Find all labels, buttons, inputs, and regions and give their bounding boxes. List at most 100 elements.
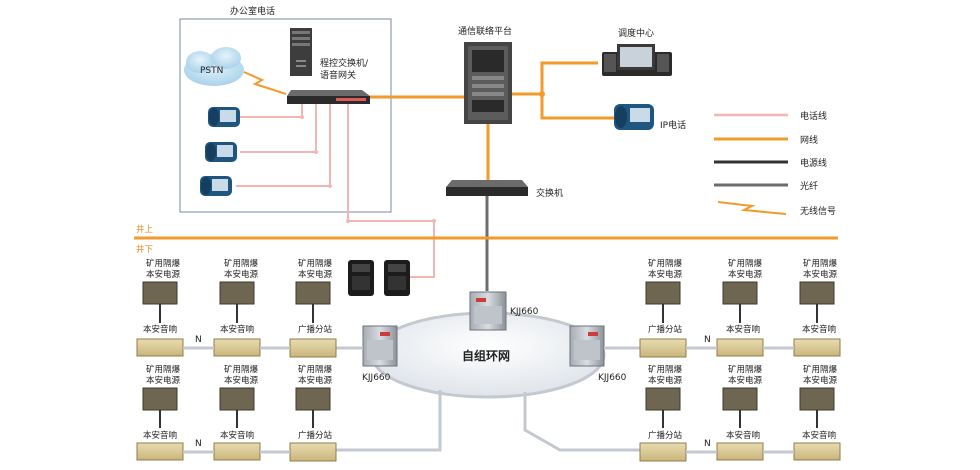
power-supply-icon xyxy=(799,281,835,305)
station-label: 广播分站 xyxy=(648,430,683,441)
n-symbol: N xyxy=(195,335,202,345)
speaker-label: 本安音响 xyxy=(220,430,254,441)
power-supply-label-line2: 本安电源 xyxy=(224,375,259,386)
power-supply-icon xyxy=(799,387,835,411)
legend-swatch-wireless-signal xyxy=(717,201,787,215)
surface-below-label: 井下 xyxy=(136,244,154,255)
power-supply-icon xyxy=(295,387,331,411)
left-bottom-row: 矿用隔爆 本安电源 本安音响 矿用隔爆 本安电源 本安音响 矿用隔爆 本安电源 … xyxy=(136,364,337,462)
power-supply-icon xyxy=(645,281,681,305)
speaker-icon xyxy=(793,442,841,461)
kjj660-switch-icon xyxy=(362,325,398,367)
legend-label-network-line: 网线 xyxy=(800,134,818,146)
office-title: 办公室电话 xyxy=(230,5,275,17)
broadcast-station-icon xyxy=(639,442,687,462)
pbx-label-line2: 语音网关 xyxy=(320,69,356,81)
speaker-icon xyxy=(716,338,764,357)
power-supply-icon xyxy=(219,281,255,305)
speaker-label: 本安音响 xyxy=(802,324,836,335)
power-supply-label-line2: 本安电源 xyxy=(146,269,181,280)
power-supply-label-line1: 矿用隔爆 xyxy=(803,364,838,375)
power-supply-label-line1: 矿用隔爆 xyxy=(224,258,259,269)
surface-above-label: 井上 xyxy=(136,224,154,235)
kjj660-right-label: KJJ660 xyxy=(598,373,627,383)
ip-phone-label: IP电话 xyxy=(660,119,686,131)
speaker-label: 本安音响 xyxy=(220,324,254,335)
pstn-cloud-icon xyxy=(184,47,244,86)
platform-title: 通信联络平台 xyxy=(458,25,512,37)
left-top-row: 矿用隔爆 本安电源 本安音响 矿用隔爆 本安电源 本安音响 矿用隔爆 本安电源 … xyxy=(136,258,337,358)
kjj660-left-label: KJJ660 xyxy=(362,373,391,383)
power-supply-label-line1: 矿用隔爆 xyxy=(728,258,763,269)
right-top-row: 矿用隔爆 本安电源 广播分站 矿用隔爆 本安电源 本安音响 矿用隔爆 本安电源 … xyxy=(639,258,841,358)
power-supply-label-line2: 本安电源 xyxy=(803,269,838,280)
speaker-icon xyxy=(213,442,261,461)
speaker-icon xyxy=(716,442,764,461)
office-phone-icon xyxy=(205,142,237,162)
network-switch-icon xyxy=(446,180,528,196)
speaker-icon xyxy=(136,338,184,357)
office-area-box xyxy=(179,18,392,213)
power-supply-label-line1: 矿用隔爆 xyxy=(728,364,763,375)
speaker-icon xyxy=(136,442,184,461)
voice-gateway-icon xyxy=(287,90,370,104)
ring-network-label: 自组环网 xyxy=(462,348,510,363)
communication-platform-cabinet-icon xyxy=(464,42,512,124)
power-supply-label-line2: 本安电源 xyxy=(298,269,333,280)
speaker-label: 本安音响 xyxy=(726,430,760,441)
pbx-server-icon xyxy=(290,28,312,76)
legend-label-phone-line: 电话线 xyxy=(800,110,827,122)
pstn-wireless-signal-icon xyxy=(243,71,287,95)
ring-drop-lines xyxy=(300,390,660,452)
mine-phone-icon xyxy=(348,260,374,296)
station-label: 广播分站 xyxy=(648,324,683,335)
power-supply-icon xyxy=(722,387,758,411)
power-supply-label-line1: 矿用隔爆 xyxy=(803,258,838,269)
power-supply-label-line1: 矿用隔爆 xyxy=(224,364,259,375)
n-symbol: N xyxy=(704,439,711,449)
right-bottom-row: 矿用隔爆 本安电源 广播分站 矿用隔爆 本安电源 本安音响 矿用隔爆 本安电源 … xyxy=(639,364,841,462)
power-supply-label-line1: 矿用隔爆 xyxy=(146,258,181,269)
broadcast-station-icon xyxy=(639,338,687,358)
power-supply-label-line2: 本安电源 xyxy=(146,375,181,386)
power-supply-label-line2: 本安电源 xyxy=(648,375,683,386)
power-supply-label-line1: 矿用隔爆 xyxy=(298,258,333,269)
power-supply-label-line2: 本安电源 xyxy=(224,269,259,280)
kjj660-switch-icon xyxy=(469,291,507,331)
pbx-label-line1: 程控交换机/ xyxy=(320,57,369,69)
network-switch-label: 交换机 xyxy=(536,187,563,199)
power-supply-icon xyxy=(295,281,331,305)
power-supply-icon xyxy=(142,281,178,305)
power-supply-label-line2: 本安电源 xyxy=(803,375,838,386)
broadcast-station-icon xyxy=(289,338,337,358)
n-symbol: N xyxy=(195,439,202,449)
power-supply-icon xyxy=(219,387,255,411)
power-supply-icon xyxy=(722,281,758,305)
power-supply-label-line1: 矿用隔爆 xyxy=(648,258,683,269)
office-phone-lines xyxy=(236,104,436,278)
power-supply-label-line1: 矿用隔爆 xyxy=(298,364,333,375)
power-supply-label-line1: 矿用隔爆 xyxy=(648,364,683,375)
speaker-icon xyxy=(793,338,841,357)
n-symbol: N xyxy=(704,335,711,345)
speaker-icon xyxy=(213,338,261,357)
power-supply-label-line1: 矿用隔爆 xyxy=(146,364,181,375)
power-supply-label-line2: 本安电源 xyxy=(298,375,333,386)
broadcast-station-icon xyxy=(289,442,337,462)
power-supply-label-line2: 本安电源 xyxy=(728,375,763,386)
power-supply-label-line2: 本安电源 xyxy=(728,269,763,280)
office-phone-icon xyxy=(200,176,232,196)
dispatch-title: 调度中心 xyxy=(618,27,654,39)
platform-network-lines xyxy=(512,61,614,120)
speaker-label: 本安音响 xyxy=(802,430,836,441)
kjj660-switch-icon xyxy=(569,325,605,367)
speaker-label: 本安音响 xyxy=(726,324,760,335)
kjj660-top-label: KJJ660 xyxy=(510,307,539,317)
speaker-label: 本安音响 xyxy=(143,430,177,441)
power-supply-icon xyxy=(142,387,178,411)
station-label: 广播分站 xyxy=(298,324,333,335)
legend: 电话线 网线 电源线 光纤 无线信号 xyxy=(714,110,836,217)
legend-label-fiber-line: 光纤 xyxy=(800,180,818,192)
office-phone-icon xyxy=(208,107,240,127)
